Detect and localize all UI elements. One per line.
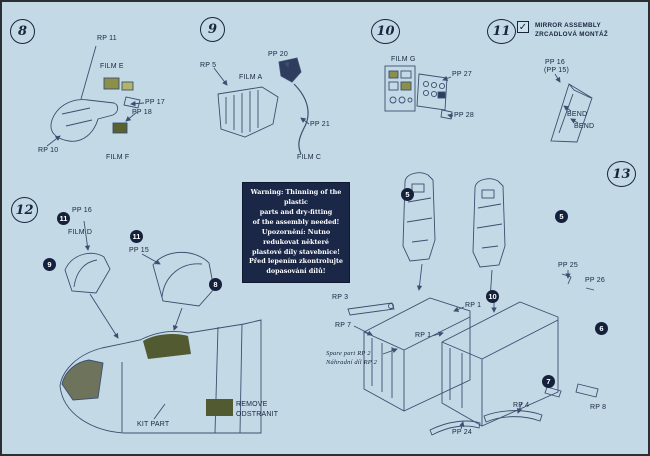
label-pp27: PP 27	[452, 71, 472, 78]
step-number-8: 8	[10, 19, 35, 44]
label-bend-2: BEND	[574, 123, 595, 130]
mirror-assembly-title-cs: ZRCADLOVÁ MONTÁŽ	[535, 31, 609, 38]
warning-line: Před lepením zkontrolujte	[249, 257, 343, 266]
ref-circle-11: 11	[57, 212, 70, 225]
label-film-a: FILM A	[239, 74, 263, 81]
label-rp3: RP 3	[332, 294, 349, 301]
label-rp5: RP 5	[200, 62, 217, 69]
label-rp1: RP 1	[415, 332, 432, 339]
label-kit-part: KIT PART	[137, 421, 170, 428]
label-spare-part-en: Spare part RP 2	[326, 350, 371, 357]
warning-line: Upozornění: Nutno redukovat některé	[261, 227, 331, 246]
ref-circle-9: 9	[43, 258, 56, 271]
label-film-d: FILM D	[68, 229, 93, 236]
label-film-g: FILM G	[391, 56, 416, 63]
label-remove-en: REMOVE	[236, 401, 268, 408]
step-number-11: 11	[487, 19, 516, 44]
ref-circle-11: 11	[130, 230, 143, 243]
cockpit-assembly-drawing	[347, 172, 599, 436]
label-spare-part-cs: Náhradní díl RP 2	[326, 359, 378, 366]
label-rp8: RP 8	[590, 404, 607, 411]
ref-circle-7: 7	[542, 375, 555, 388]
label-pp16: PP 16	[72, 207, 92, 214]
label-pp17: PP 17	[145, 99, 165, 106]
step10-drawing	[384, 65, 454, 120]
label-rp7: RP 7	[335, 322, 352, 329]
label-pp28: PP 28	[454, 112, 474, 119]
warning-line: plastové díly stavebnice!	[252, 247, 340, 256]
ref-circle-8: 8	[209, 278, 222, 291]
ref-circle-5: 5	[555, 210, 568, 223]
label-film-e: FILM E	[100, 63, 124, 70]
step-number-10: 10	[371, 19, 400, 44]
step8-drawing	[46, 45, 145, 147]
mirror-assembly-checkbox: ✓	[517, 21, 529, 33]
label-pp26: PP 26	[585, 277, 605, 284]
ref-circle-6: 6	[595, 322, 608, 335]
label-bend-1: BEND	[567, 111, 588, 118]
label-film-c: FILM C	[297, 154, 322, 161]
label-rp10: RP 10	[38, 147, 59, 154]
label-pp15: PP 15	[129, 247, 149, 254]
label-pp24: PP 24	[452, 429, 472, 436]
ref-circle-10: 10	[486, 290, 499, 303]
label-pp15-paren: (PP 15)	[544, 67, 570, 74]
ref-circle-5: 5	[401, 188, 414, 201]
step9-drawing	[213, 57, 310, 155]
step-number-13: 13	[607, 161, 636, 187]
warning-line: parts and dry-fitting	[259, 207, 333, 216]
warning-line: Warning: Thinning of the plastic	[250, 188, 342, 206]
label-pp18: PP 18	[132, 109, 152, 116]
label-pp21: PP 21	[310, 121, 330, 128]
label-pp16: PP 16	[545, 59, 565, 66]
step-number-12: 12	[11, 197, 38, 223]
warning-line: of the assembly needed!	[252, 217, 340, 226]
label-film-f: FILM F	[106, 154, 130, 161]
step-number-9: 9	[200, 17, 225, 42]
label-rp11: RP 11	[97, 35, 117, 42]
label-rp1: RP 1	[465, 302, 482, 309]
warning-box: Warning: Thinning of the plastic parts a…	[242, 182, 350, 284]
label-pp25: PP 25	[558, 262, 578, 269]
label-rp4: RP 4	[513, 402, 530, 409]
label-pp20: PP 20	[268, 51, 288, 58]
step12-drawing	[59, 220, 262, 434]
step11-drawing	[550, 73, 593, 143]
mirror-assembly-title-en: MIRROR ASSEMBLY	[535, 22, 601, 29]
warning-line: dopasování dílů!	[266, 267, 326, 276]
label-remove-cs: ODSTRANIT	[236, 411, 279, 418]
